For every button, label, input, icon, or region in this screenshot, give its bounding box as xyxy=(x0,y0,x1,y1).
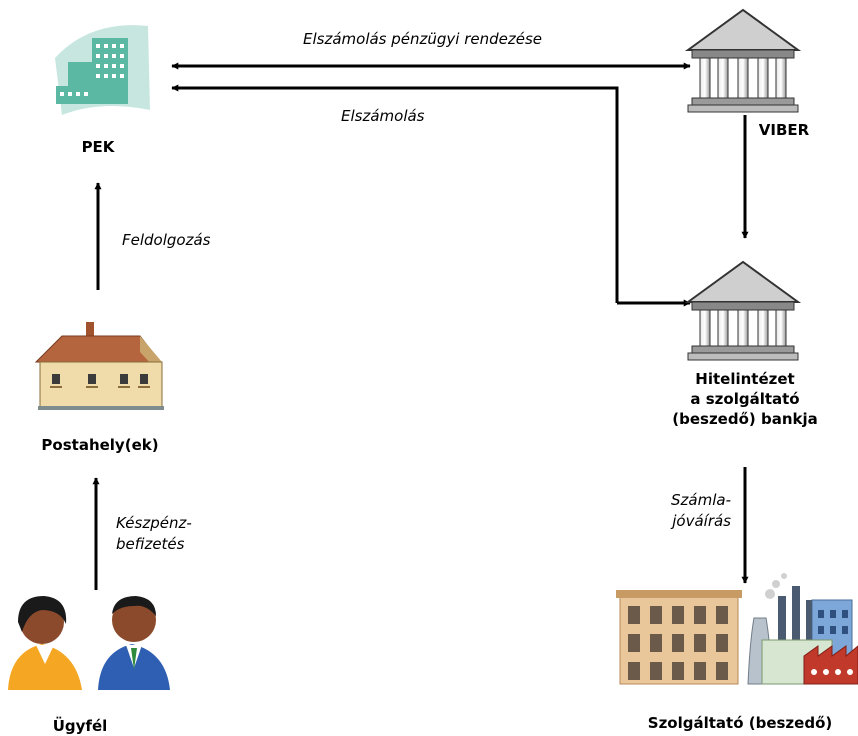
edge-label-line: befizetés xyxy=(116,535,185,553)
node-label-line: Hitelintézet xyxy=(695,370,795,388)
edge-label-line: Készpénz- xyxy=(116,514,192,532)
edge-label-elszamolas: Elszámolás xyxy=(341,107,425,125)
node-label-pek: PEK xyxy=(81,138,115,156)
node-label-szolgaltato: Szolgáltató (beszedő) xyxy=(647,714,833,732)
city-factory-icon xyxy=(616,573,858,685)
node-label-ugyfel: Ügyfél xyxy=(52,717,108,735)
arrow-elszamolas xyxy=(171,84,619,303)
edge-label-line: Számla- xyxy=(671,491,731,509)
edge-label-line: jóváírás xyxy=(672,512,731,530)
building-icon xyxy=(55,25,150,115)
edge-label-elszamolas-penzugyi: Elszámolás pénzügyi rendezése xyxy=(303,30,543,48)
edge-label-feldolgozas: Feldolgozás xyxy=(122,231,211,249)
edge-label-szamla: Számla- jóváírás xyxy=(655,490,731,532)
node-label-postahely: Postahely(ek) xyxy=(41,436,159,454)
house-icon xyxy=(34,322,164,410)
node-label-line: (beszedő) bankja xyxy=(672,410,818,428)
bank-icon xyxy=(684,8,802,113)
node-label-line: a szolgáltató xyxy=(690,390,800,408)
people-icon xyxy=(8,596,170,690)
bank-icon xyxy=(684,260,802,361)
edge-label-keszpenz: Készpénz- befizetés xyxy=(116,513,192,555)
node-label-viber: VIBER xyxy=(758,121,810,139)
node-label-hitelintezet: Hitelintézet a szolgáltató (beszedő) ban… xyxy=(655,369,835,429)
arrows xyxy=(92,62,749,590)
